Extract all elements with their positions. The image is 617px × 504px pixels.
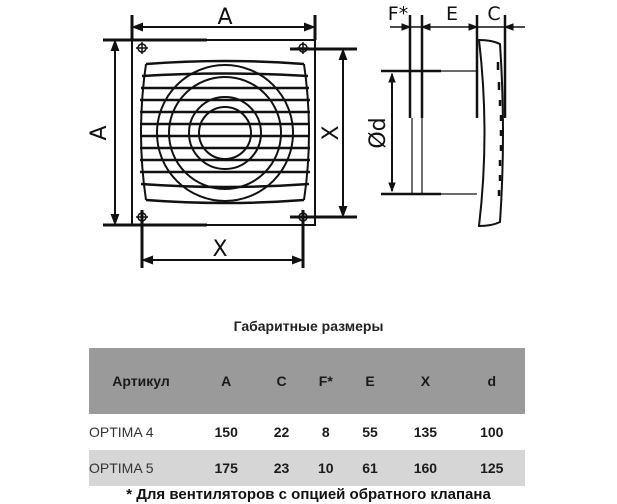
table-header-row: Артикул A C F* E X d <box>89 348 525 414</box>
dim-label-f: F* <box>388 3 408 25</box>
cell-x: 135 <box>413 424 438 440</box>
cell-e: 61 <box>347 450 393 486</box>
footnote: * Для вентиляторов с опцией обратного кл… <box>126 486 491 503</box>
dim-label-c: C <box>487 3 500 25</box>
dim-label-diameter: Ød <box>366 117 391 148</box>
dim-label-x-bottom: X <box>212 237 227 262</box>
cell-d: 100 <box>480 424 504 440</box>
cell-e: 55 <box>362 424 378 440</box>
cell-f: 10 <box>303 450 348 486</box>
cell-a: 150 <box>214 424 238 440</box>
grille-bars <box>140 59 310 205</box>
dimension-lines <box>103 15 357 268</box>
front-plate <box>131 39 316 226</box>
header-x: X <box>392 348 459 414</box>
table-row: OPTIMA 5 175 23 10 61 160 125 <box>89 450 525 486</box>
dimensions-table: Артикул A C F* E X d OPTIMA 4 150 22 8 5… <box>89 348 525 486</box>
cell-article: OPTIMA 4 <box>89 424 154 440</box>
cell-x: 160 <box>392 450 459 486</box>
dim-label-x-right: X <box>319 125 344 140</box>
cell-d: 125 <box>458 450 525 486</box>
dim-label-e: E <box>446 3 458 25</box>
cell-c: 22 <box>273 424 290 440</box>
header-f: F* <box>303 348 348 414</box>
dim-label-a-left: A <box>87 125 112 140</box>
mounting-holes <box>136 42 309 223</box>
header-a: A <box>193 348 260 414</box>
dim-label-a-top: A <box>217 5 232 30</box>
cell-c: 23 <box>259 450 304 486</box>
header-article: Артикул <box>89 348 193 414</box>
cell-article: OPTIMA 5 <box>89 450 193 486</box>
fan-cover <box>477 38 504 228</box>
header-c: C <box>259 348 304 414</box>
cell-f: 8 <box>321 424 330 440</box>
table-row: OPTIMA 4 150 22 8 55 135 100 <box>89 414 525 450</box>
front-view: A A X X <box>87 5 357 268</box>
grille-circles <box>156 64 294 202</box>
header-e: E <box>347 348 393 414</box>
side-view: F* E C Ød <box>366 3 525 228</box>
fan-dimension-drawing: A A X X F* E C Ød <box>87 3 525 268</box>
header-d: d <box>458 348 525 414</box>
table-title: Габаритные размеры <box>233 318 384 334</box>
cell-a: 175 <box>193 450 260 486</box>
